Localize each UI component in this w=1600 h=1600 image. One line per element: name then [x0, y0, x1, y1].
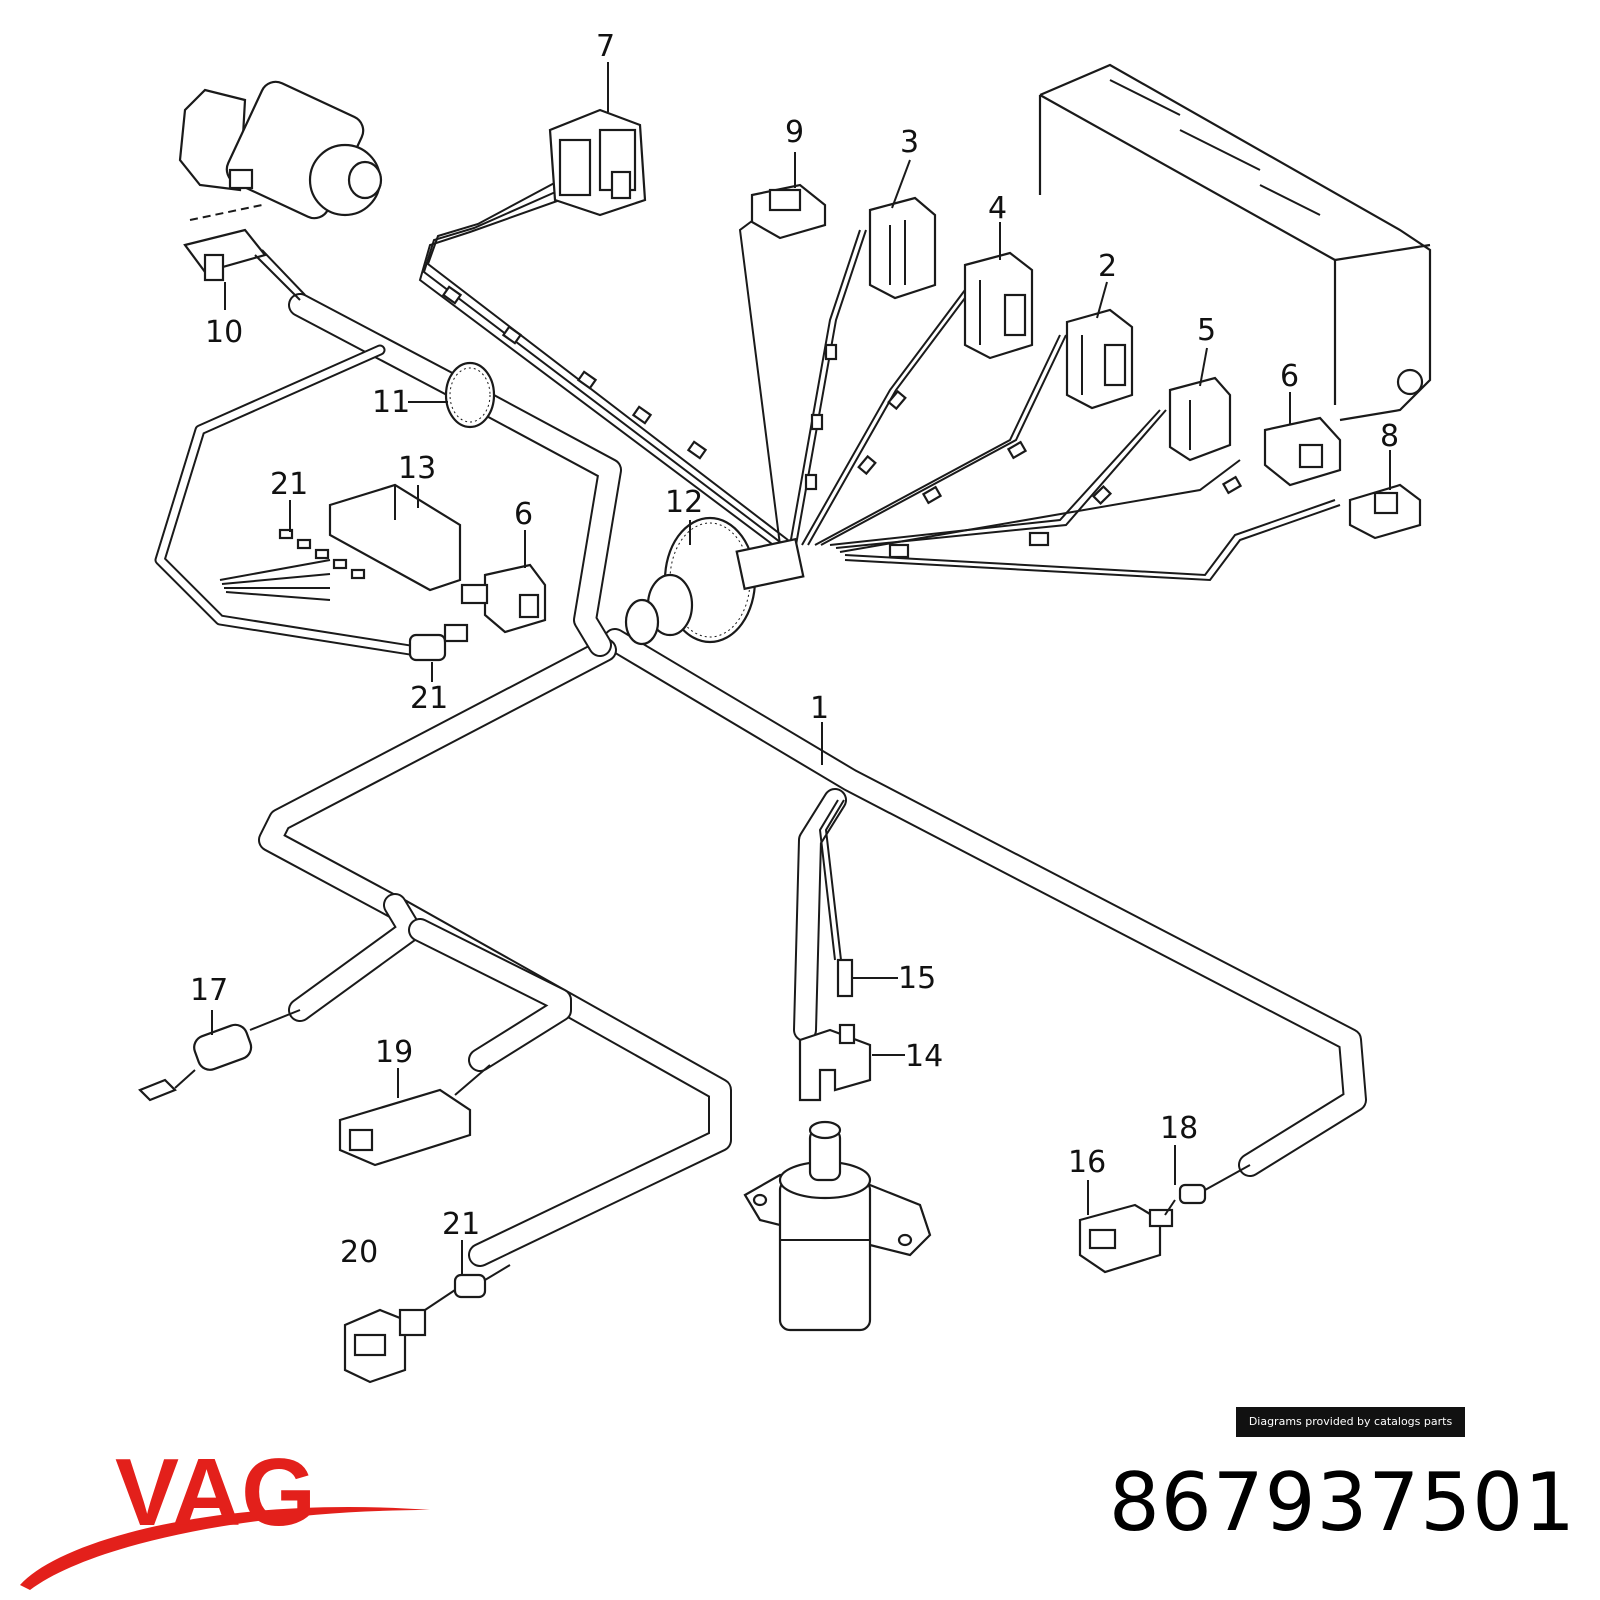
connector-7	[548, 108, 647, 217]
callout-19: 19	[375, 1035, 413, 1070]
sleeve-21-loop	[408, 623, 469, 662]
grommet-11	[444, 361, 496, 429]
callout-8: 8	[1380, 419, 1399, 454]
callout-10: 10	[205, 315, 243, 350]
callout-14: 14	[905, 1039, 943, 1074]
vag-logo: VAG	[20, 1440, 430, 1590]
callout-2: 2	[1098, 249, 1117, 284]
sensor-17	[138, 1009, 301, 1102]
callout-15: 15	[898, 961, 936, 996]
main-harness-1	[258, 293, 1367, 1267]
connector-4	[963, 251, 1034, 360]
ignition-coil	[743, 1120, 932, 1332]
connector-3	[868, 196, 937, 300]
callout-21-top: 21	[270, 467, 308, 502]
connector-20	[343, 1308, 427, 1384]
callout-3: 3	[900, 125, 919, 160]
callout-9: 9	[785, 115, 804, 150]
callout-20: 20	[340, 1235, 378, 1270]
callout-4: 4	[988, 191, 1007, 226]
left-loop-wires	[154, 344, 416, 656]
callout-21-loop: 21	[410, 681, 448, 716]
connector-8	[1348, 483, 1422, 540]
control-unit	[1038, 63, 1432, 422]
callout-11: 11	[372, 385, 410, 420]
connector-9	[750, 183, 827, 240]
grommet-12	[624, 516, 805, 646]
relay-13	[278, 483, 462, 592]
motor	[178, 80, 383, 220]
part-number: 867937501	[1108, 1456, 1576, 1549]
credit-banner: Diagrams provided by catalogs parts	[1236, 1407, 1465, 1437]
callout-12: 12	[665, 485, 703, 520]
branch-wires	[418, 179, 1341, 961]
callout-labels: 7 9 3 4 2 5 6 8 10 11 12 13 21 6 21 1 15…	[190, 29, 1399, 1270]
sleeve-21-bottom	[424, 1264, 511, 1311]
connector-10	[183, 204, 306, 301]
connector-5	[1168, 376, 1232, 462]
logo-wordmark: VAG	[115, 1440, 316, 1546]
connector-2	[1065, 308, 1134, 410]
callout-6-right: 6	[1280, 359, 1299, 394]
connector-6-left	[460, 563, 547, 634]
callout-13: 13	[398, 451, 436, 486]
leader-lines	[211, 62, 1391, 1275]
logo-swoosh	[20, 1507, 430, 1590]
connector-6-right	[1263, 416, 1342, 487]
connector-19	[338, 1064, 491, 1167]
callout-6-left: 6	[514, 497, 533, 532]
connector-16	[1078, 1203, 1174, 1274]
terminal-15	[836, 958, 854, 998]
diode-array-21	[278, 528, 366, 580]
wire-sleeves	[441, 285, 1243, 559]
callout-16: 16	[1068, 1145, 1106, 1180]
holder-14	[798, 1023, 872, 1102]
callout-5: 5	[1197, 313, 1216, 348]
callout-7: 7	[596, 29, 615, 64]
sleeve-18	[1164, 1164, 1251, 1216]
callout-1: 1	[810, 691, 829, 726]
callout-17: 17	[190, 973, 228, 1008]
callout-21-bottom: 21	[442, 1207, 480, 1242]
callout-18: 18	[1160, 1111, 1198, 1146]
